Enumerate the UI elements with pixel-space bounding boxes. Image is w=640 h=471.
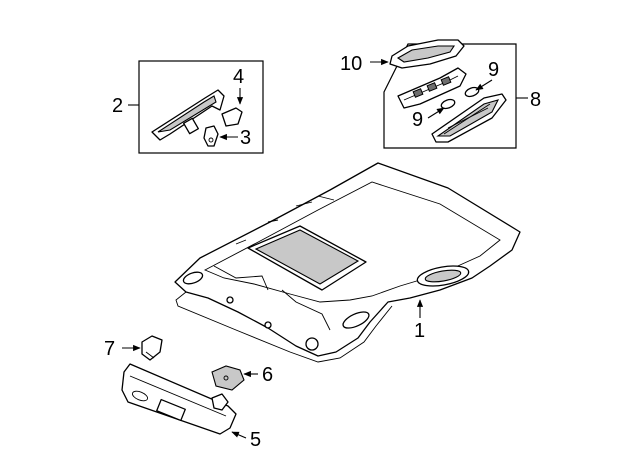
reading-lamp-part [389, 39, 465, 69]
callout-10: 10 [340, 53, 362, 75]
headliner-part [174, 162, 521, 363]
callout-5: 5 [250, 429, 261, 451]
callout-7: 7 [104, 338, 115, 360]
callout-1: 1 [414, 320, 425, 342]
callout-9-upper: 9 [488, 59, 499, 81]
leader-lines [122, 58, 528, 439]
sun-visor-part [121, 335, 245, 435]
callout-9-lower: 9 [412, 109, 423, 131]
callout-labels: 1 2 3 4 5 6 7 8 9 9 10 [104, 53, 541, 451]
grab-handle-box [138, 60, 264, 154]
callout-4: 4 [233, 66, 244, 88]
callout-8: 8 [530, 89, 541, 111]
callout-2: 2 [112, 95, 123, 117]
callout-6: 6 [262, 364, 273, 386]
callout-3: 3 [240, 127, 251, 149]
console-box [383, 43, 517, 149]
